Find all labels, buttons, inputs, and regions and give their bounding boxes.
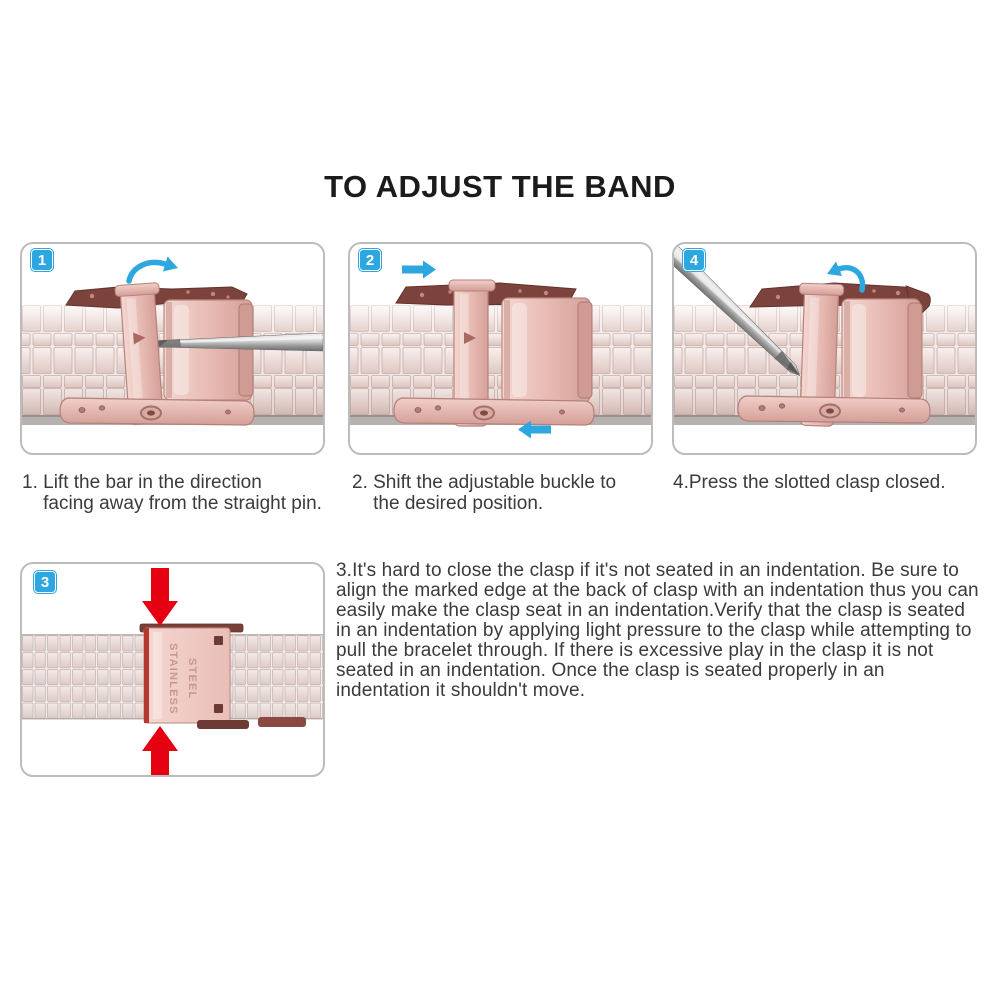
step-3-number: 3 — [40, 573, 50, 591]
step-4-panel: 4 — [672, 242, 977, 455]
clasp-engraving-label: STAINLESS STEEL — [167, 643, 198, 715]
step-3-badge: 3 — [33, 570, 57, 594]
step-4-caption: 4.Press the slotted clasp closed. — [673, 472, 946, 493]
step-1-badge: 1 — [30, 248, 54, 272]
step-4-illustration — [674, 244, 975, 427]
step-1-caption: 1. Lift the bar in the direction facing … — [22, 472, 322, 514]
clasp-bar — [448, 279, 496, 427]
step-2-caption: 2. Shift the adjustable buckle to the de… — [352, 472, 617, 514]
step-2-panel: 2 — [348, 242, 653, 455]
shift-right-arrow-icon — [402, 260, 436, 279]
spring-bar-tool — [151, 332, 323, 352]
step-1-number: 1 — [37, 251, 47, 269]
clasp-cover — [841, 298, 923, 403]
clasp-base — [737, 395, 931, 424]
clasp-cover — [501, 297, 593, 403]
step-2-badge: 2 — [358, 248, 382, 272]
step-3-illustration — [22, 568, 323, 775]
step-1-illustration — [22, 256, 323, 426]
step-4-number: 4 — [689, 251, 699, 269]
shift-left-arrow-icon — [518, 420, 551, 439]
clasp-bar — [799, 282, 845, 427]
step-3-panel: 3 — [20, 562, 325, 777]
press-up-arrow-icon — [142, 726, 178, 775]
clasp-cover — [163, 299, 254, 401]
watch-band — [350, 305, 651, 425]
clasp-bar — [114, 282, 164, 426]
spring-bar-tool — [674, 244, 801, 377]
rotate-arrow-icon — [126, 256, 178, 284]
clasp-base — [393, 397, 595, 426]
step-2-illustration — [350, 260, 651, 439]
clasp-base — [59, 397, 255, 426]
step-1-panel: 1 — [20, 242, 325, 455]
step-4-badge: 4 — [682, 248, 706, 272]
step-2-number: 2 — [365, 251, 375, 269]
page-title: TO ADJUST THE BAND — [324, 169, 676, 204]
step-3-text: 3.It's hard to close the clasp if it's n… — [336, 560, 979, 701]
clasp-top-view — [139, 623, 306, 729]
press-down-arrow-icon — [142, 568, 178, 626]
rotate-arrow-icon — [827, 261, 866, 293]
